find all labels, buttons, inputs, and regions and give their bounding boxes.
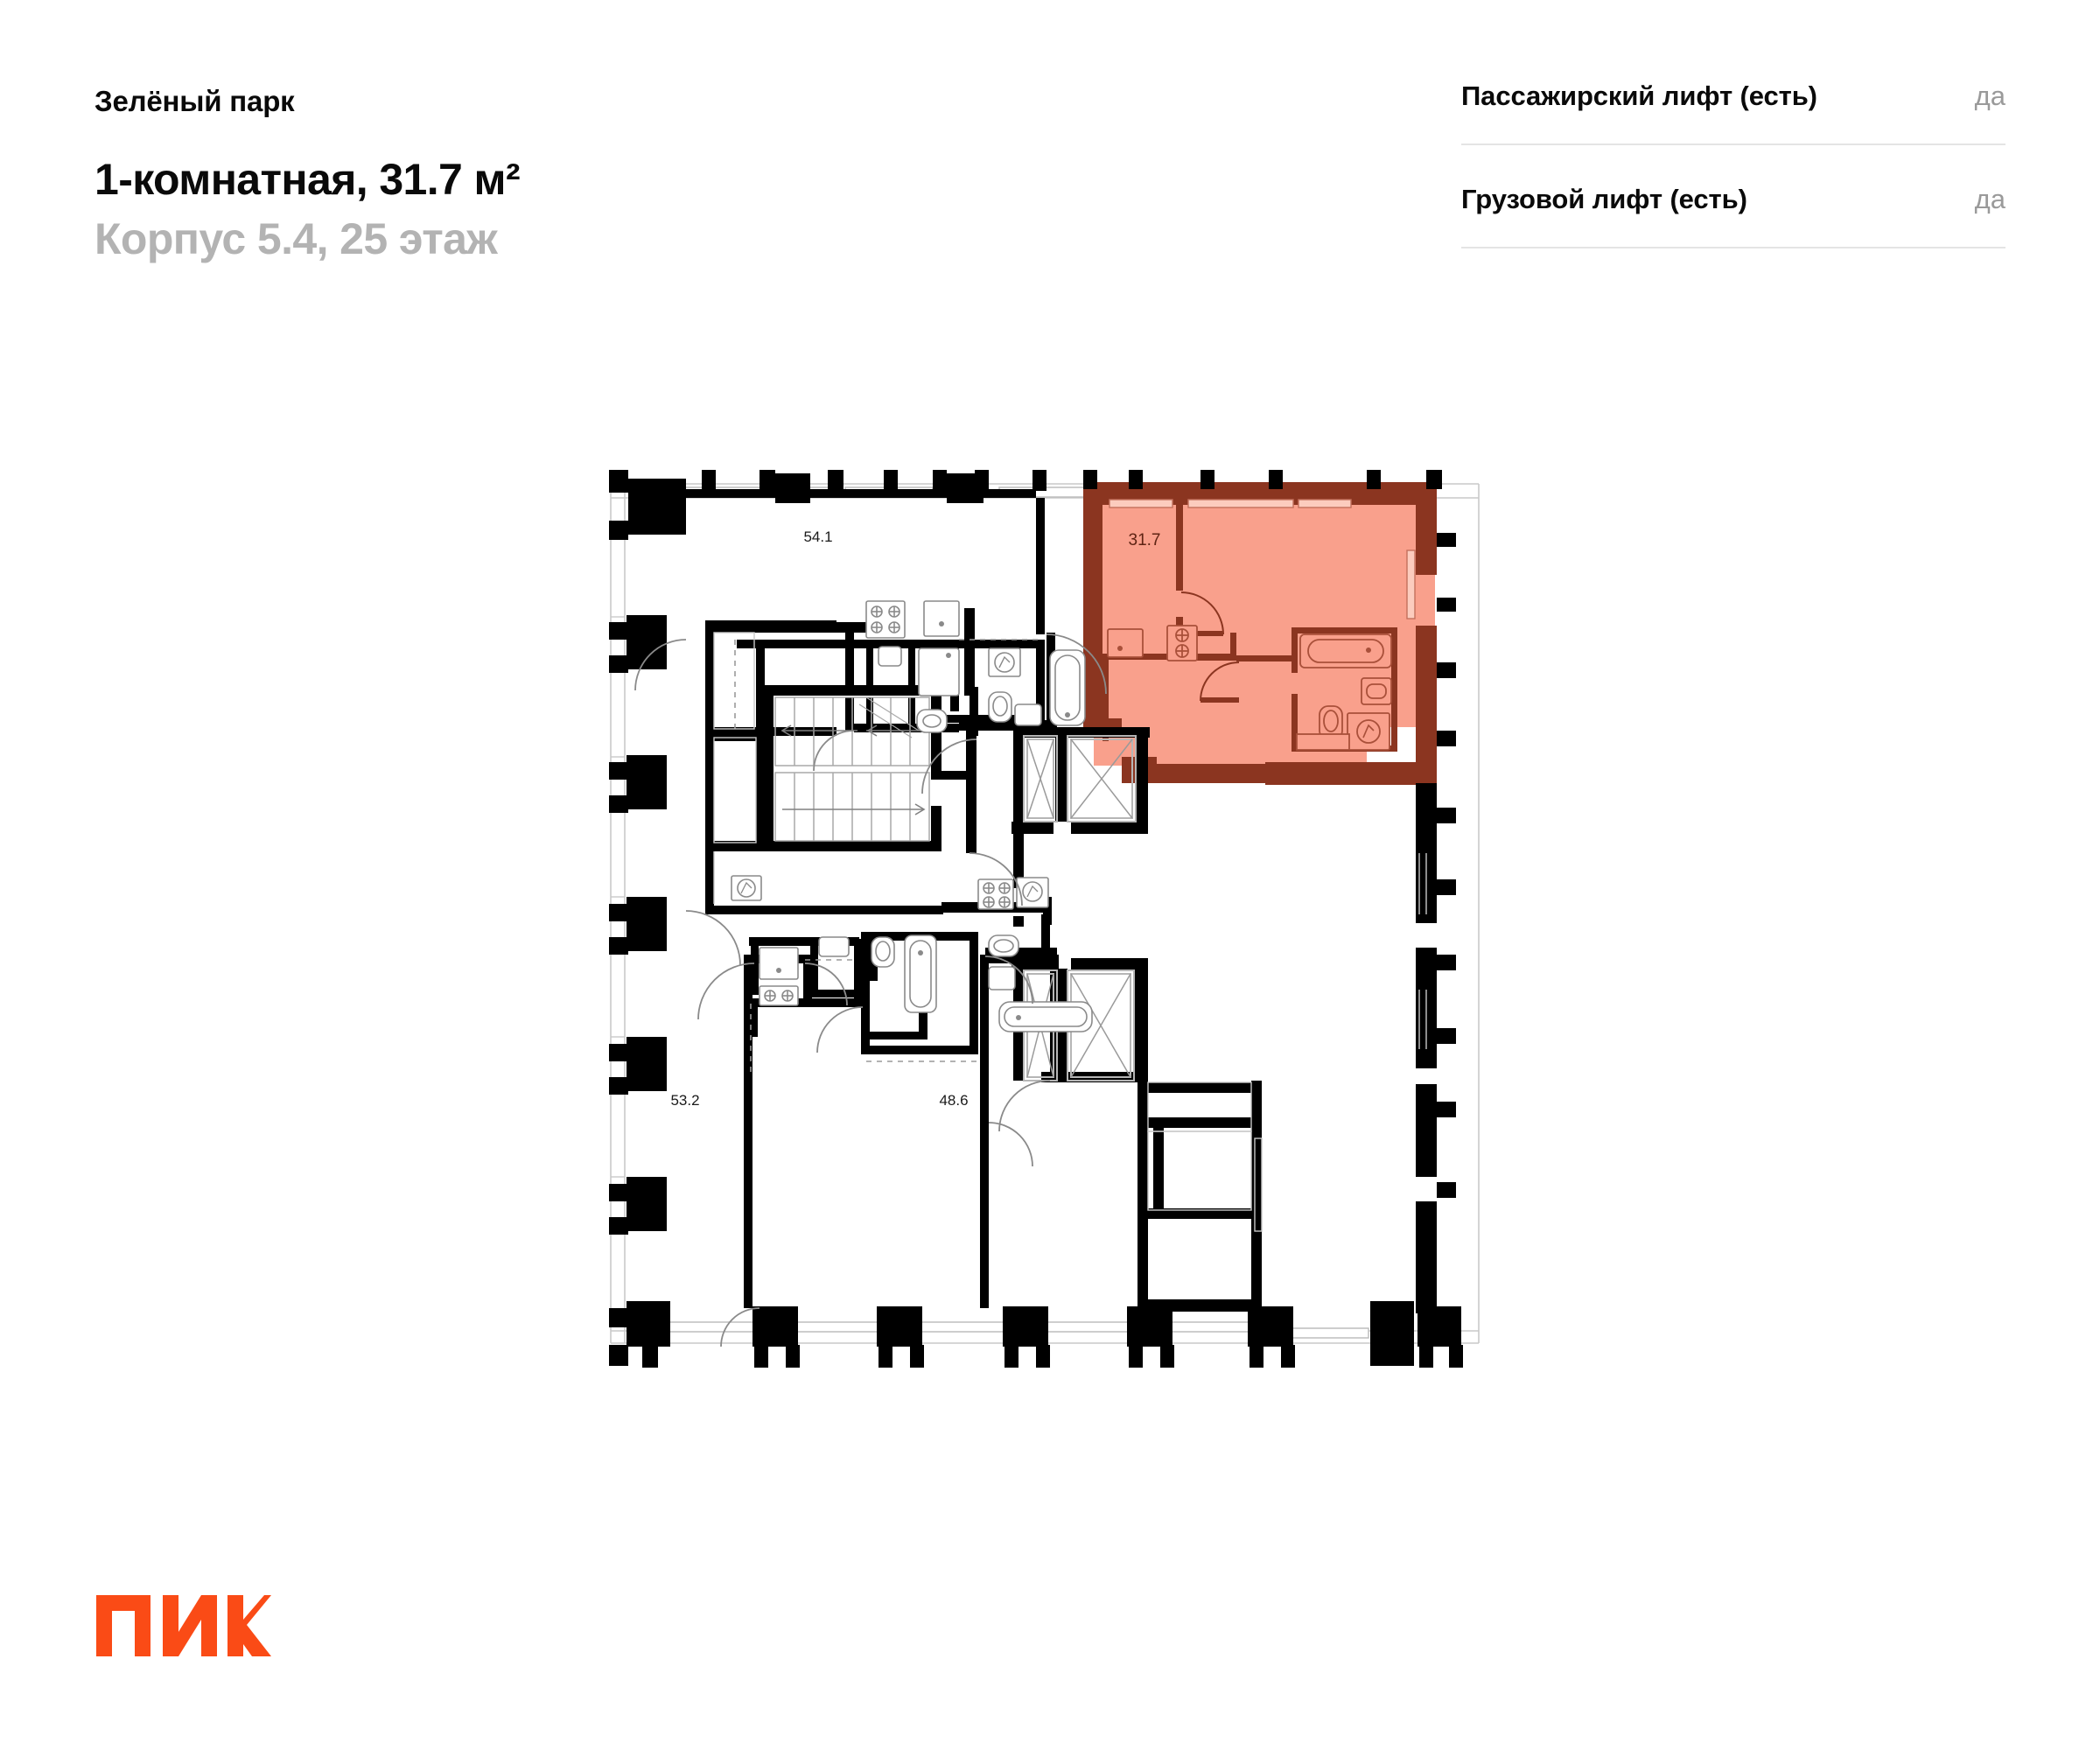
info-label-passenger-lift: Пассажирский лифт (есть) <box>1461 80 1817 111</box>
kitchen-sink-icon <box>1107 628 1144 658</box>
area-label-53-2: 53.2 <box>670 1092 699 1109</box>
info-label-freight-lift: Грузовой лифт (есть) <box>1461 184 1747 214</box>
door-swings <box>634 634 1107 1348</box>
kitchen-sink-icon <box>923 600 960 637</box>
pik-logo-icon <box>96 1595 271 1656</box>
highlight-window-band-right <box>1406 550 1416 620</box>
washbasin-icon <box>878 646 902 667</box>
area-label-48-6: 48.6 <box>939 1092 968 1109</box>
header-left: Зелёный парк 1-комнатная, 31.7 м² Корпус… <box>94 84 1057 267</box>
staircase <box>774 696 930 842</box>
info-panel: Пассажирский лифт (есть) да Грузовой лиф… <box>1461 80 2006 248</box>
area-labels: 54.1 53.2 48.6 <box>670 528 968 1109</box>
highlight-walls <box>1083 482 1437 785</box>
kitchen-sink-icon <box>759 947 799 980</box>
washbasin-icon <box>988 966 1016 990</box>
bathroom-fixtures-highlight <box>1296 634 1392 751</box>
highlight-door-leaf-room <box>1181 631 1223 636</box>
thin-partitions <box>713 632 1427 1232</box>
project-name: Зелёный парк <box>94 85 295 117</box>
facade-columns-over-highlight <box>1083 470 1456 612</box>
stair-direction-arrows <box>780 724 926 816</box>
washbasin-icon <box>1014 704 1042 726</box>
info-row-passenger-lift: Пассажирский лифт (есть) да <box>1461 80 2006 145</box>
floorplan-drawing[interactable]: 31.7 <box>604 468 1514 1439</box>
info-value-freight-lift: да <box>1974 184 2006 214</box>
highlighted-apartment[interactable]: 31.7 <box>1083 470 1456 785</box>
building-floor-subtitle: Корпус 5.4, 25 этаж <box>94 214 498 264</box>
stove-icon <box>1166 625 1198 662</box>
sink-basin-icon <box>918 648 960 696</box>
washbasin-icon <box>818 936 850 957</box>
dashed-openings <box>734 639 1041 1072</box>
info-value-passenger-lift: да <box>1974 80 2006 111</box>
highlight-door-leaf-bath <box>1200 697 1239 703</box>
highlight-window-bands <box>1109 499 1352 508</box>
area-label-54-1: 54.1 <box>803 528 832 545</box>
bath-counter <box>1296 733 1350 751</box>
highlight-fill <box>1083 482 1435 783</box>
highlight-area-label: 31.7 <box>1129 531 1161 550</box>
window-mullions-left <box>611 616 625 1178</box>
highlight-door-swing-bath <box>1200 662 1240 702</box>
pik-logo[interactable] <box>96 1595 271 1656</box>
kitchen-fixtures-highlight <box>1107 625 1198 662</box>
fixtures-other-units <box>731 600 1093 1032</box>
info-row-freight-lift: Грузовой лифт (есть) да <box>1461 145 2006 248</box>
floorplan-svg[interactable]: 31.7 <box>604 468 1514 1439</box>
stove-icon <box>865 600 906 639</box>
page-title: 1-комнатная, 31.7 м² <box>94 154 521 204</box>
